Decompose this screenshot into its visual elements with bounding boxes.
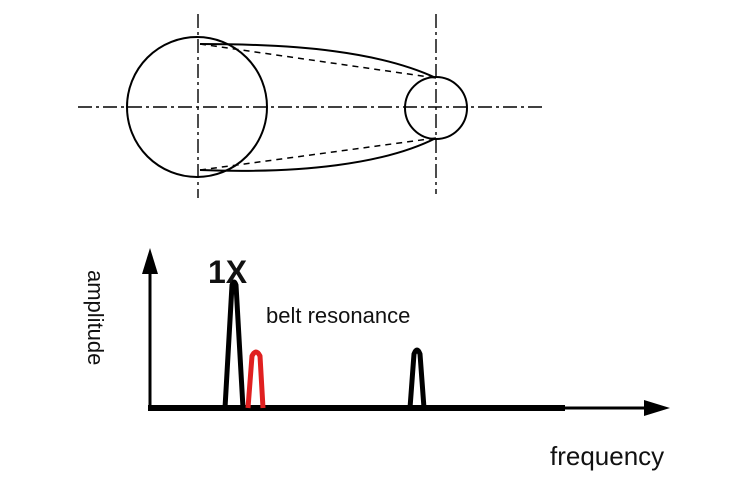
large-pulley xyxy=(126,36,268,178)
y-axis-label: amplitude xyxy=(83,270,108,365)
y-axis-arrowhead xyxy=(142,248,158,274)
peak-1x xyxy=(222,279,246,409)
belt-lower-straight xyxy=(199,137,437,171)
belt-drive-sketch xyxy=(78,14,545,198)
x-axis-label: frequency xyxy=(550,441,664,471)
spectrum-plot: 1X belt resonance frequency amplitude xyxy=(83,248,670,471)
x-axis-arrowhead xyxy=(644,400,670,416)
belt-upper-span xyxy=(199,43,437,79)
belt-upper-straight xyxy=(199,43,437,79)
peak-1x-label: 1X xyxy=(208,254,248,290)
belt-lower-span xyxy=(199,137,437,172)
peak-secondary xyxy=(407,347,427,409)
belt-resonance-label: belt resonance xyxy=(266,303,410,328)
peak-belt-resonance xyxy=(245,349,266,409)
